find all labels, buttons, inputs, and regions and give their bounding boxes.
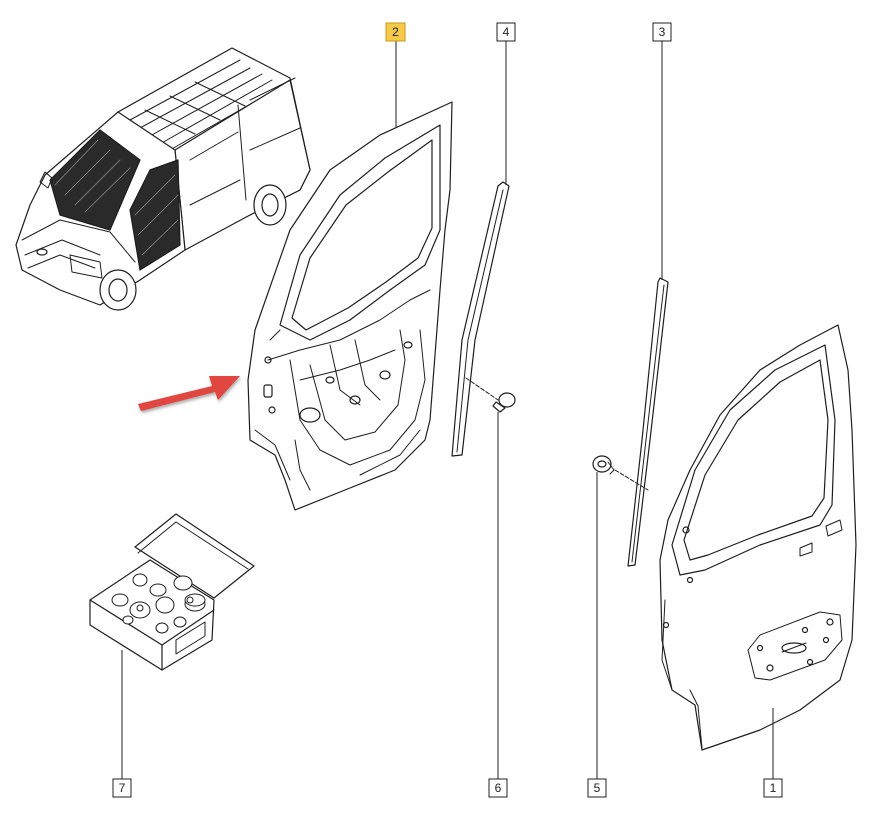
callout-2-label: 2 [392,25,399,39]
callout-6-label: 6 [495,781,502,795]
callout-4-label: 4 [503,25,510,39]
callout-3[interactable]: 3 [652,22,672,42]
red-pointer-arrow [138,376,240,411]
door-inner-frame[interactable] [247,101,453,511]
callout-7-label: 7 [119,781,126,795]
leader-lines [121,41,774,779]
callout-5[interactable]: 5 [587,778,607,798]
van-illustration [15,47,311,311]
push-rivet[interactable] [465,377,516,413]
callout-6[interactable]: 6 [488,778,508,798]
window-channel-strip[interactable] [451,181,510,457]
callout-3-label: 3 [659,25,666,39]
door-outer-panel[interactable] [659,324,857,751]
callout-1[interactable]: 1 [763,778,783,798]
callout-7[interactable]: 7 [112,778,132,798]
window-seal-strip[interactable] [627,277,669,567]
callout-2[interactable]: 2 [385,22,406,42]
callout-4[interactable]: 4 [496,22,516,42]
callout-1-label: 1 [770,781,777,795]
clip-fastener[interactable] [592,455,649,491]
fixing-kit-box[interactable] [89,513,255,671]
callout-5-label: 5 [594,781,601,795]
